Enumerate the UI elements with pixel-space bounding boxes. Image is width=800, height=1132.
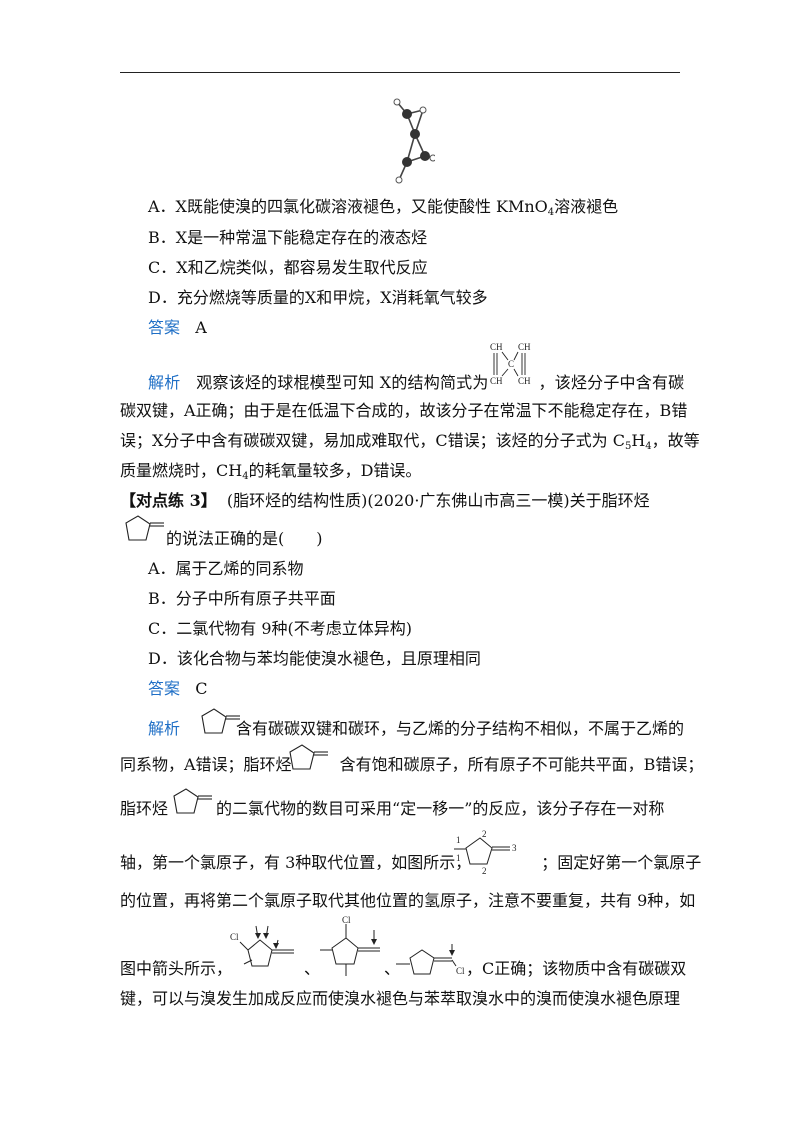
q3-explain-2: 同系物，A错误；脂环烃含有饱和碳原子，所有原子不可能共平面，B错误； — [120, 755, 704, 774]
q3-option-b: B．分子中所有原子共平面 — [148, 589, 336, 608]
numbered-ring-figure: 1 1 2 2 3 — [454, 830, 517, 876]
explain-line-4: 质量燃烧时，CH4的耗氧量较多，D错误。 — [120, 461, 422, 482]
explain-line-1: 解析 观察该烃的球棍模型可知 X的结构简式为，该烃分子中含有碳 — [148, 373, 685, 392]
svg-text:1: 1 — [456, 853, 461, 863]
q3-option-c: C．二氯代物有 9种(不考虑立体异构) — [148, 619, 412, 638]
isomer-figure-1: Cl — [230, 925, 294, 967]
svg-text:CH: CH — [518, 342, 531, 352]
structure-formula: CH CH C CH CH — [490, 342, 531, 386]
explain-line-2: 碳双键，A正确；由于是在低温下合成的，故该分子在常温下不能稳定存在，B错 — [120, 401, 688, 420]
svg-text:Cl: Cl — [456, 966, 465, 976]
answer-label: 答案 — [148, 318, 181, 337]
header-rule — [120, 72, 680, 73]
svg-text:CH: CH — [518, 376, 531, 386]
methylenecyclopentane-icon — [201, 708, 240, 734]
svg-text:CH: CH — [490, 342, 503, 352]
q3-explain-3: 脂环烃的二氯代物的数目可采用“定一移一”的反应，该分子存在一对称 — [120, 799, 665, 818]
svg-text:C: C — [508, 359, 514, 369]
q3-explain-6: 图中箭头所示，、、，C正确；该物质中含有碳碳双 — [120, 959, 687, 978]
svg-text:2: 2 — [482, 866, 487, 876]
svg-text:CH: CH — [490, 376, 503, 386]
q3-tag: 【对点练 3】 — [120, 491, 217, 510]
svg-text:Cl: Cl — [342, 915, 351, 925]
q3-option-d: D．该化合物与苯均能使溴水褪色，且原理相同 — [148, 649, 481, 668]
methylenecyclopentane-icon — [289, 744, 328, 770]
option-c: C．X和乙烷类似，都容易发生取代反应 — [148, 258, 428, 277]
q3-stem-1: 【对点练 3】 (脂环烃的结构性质)(2020·广东佛山市高三一模)关于脂环烃 — [120, 491, 650, 510]
svg-text:1: 1 — [456, 835, 461, 845]
methylenecyclopentane-icon — [125, 515, 164, 541]
isomer-figure-2: Cl — [320, 915, 380, 976]
answer-line: 答案 A — [148, 318, 207, 337]
explain-line-3: 误；X分子中含有碳碳双键，易加成难取代，C错误；该烃的分子式为 C5H4，故等 — [120, 431, 700, 452]
svg-text:Cl: Cl — [230, 932, 239, 942]
option-d: D．充分燃烧等质量的X和甲烷，X消耗氧气较多 — [148, 288, 488, 307]
methylenecyclopentane-icon — [173, 788, 212, 814]
q3-explain-5: 的位置，再将第二个氯原子取代其他位置的氢原子，注意不要重复，共有 9种，如 — [120, 891, 696, 910]
q3-stem-2: 的说法正确的是( ) — [166, 529, 323, 548]
option-a: A．X既能使溴的四氯化碳溶液褪色，又能使酸性 KMnO4溶液褪色 — [148, 197, 619, 218]
q3-answer-line: 答案 C — [148, 679, 208, 698]
option-b: B．X是一种常温下能稳定存在的液态烃 — [148, 228, 428, 247]
q3-explain-1: 解析含有碳碳双键和碳环，与乙烯的分子结构不相似，不属于乙烯的 — [148, 719, 685, 738]
q3-explain-4: 轴，第一个氯原子，有 3种取代位置，如图所示，；固定好第一个氯原子 — [120, 853, 702, 872]
q3-explain-7: 键，可以与溴发生加成反应而使溴水褪色与苯萃取溴水中的溴而使溴水褪色原理 — [120, 989, 681, 1008]
svg-text:2: 2 — [482, 830, 487, 839]
ball-stick-model — [393, 98, 435, 184]
q3-option-a: A．属于乙烯的同系物 — [148, 559, 304, 578]
svg-text:3: 3 — [512, 843, 517, 853]
isomer-figure-3: Cl — [396, 944, 465, 976]
